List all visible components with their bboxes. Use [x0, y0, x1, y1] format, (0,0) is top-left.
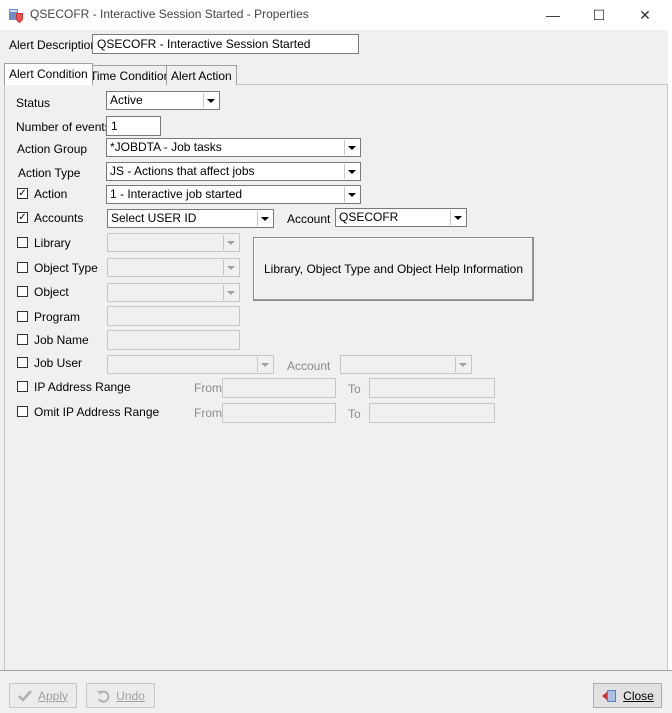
- account-select[interactable]: QSECOFR: [335, 208, 467, 227]
- action-value: 1 - Interactive job started: [110, 187, 243, 201]
- object-type-label: Object Type: [34, 261, 98, 275]
- status-select[interactable]: Active: [106, 91, 220, 110]
- ip-range-label: IP Address Range: [34, 380, 131, 394]
- chevron-down-icon: [257, 211, 272, 226]
- ip-range-from-input[interactable]: [222, 378, 336, 398]
- tab-panel: [4, 84, 668, 670]
- exit-door-icon: [602, 689, 617, 702]
- app-shield-icon: [9, 9, 23, 23]
- right-edge: [668, 30, 672, 670]
- number-of-events-label: Number of events: [16, 120, 111, 134]
- job-name-input[interactable]: [107, 330, 240, 350]
- chevron-down-icon: [450, 210, 465, 225]
- apply-label: Apply: [37, 688, 69, 703]
- apply-button[interactable]: Apply: [9, 683, 77, 708]
- object-checkbox[interactable]: [17, 286, 28, 297]
- library-select[interactable]: [107, 233, 240, 252]
- job-user-label: Job User: [34, 356, 83, 370]
- chevron-down-icon: [344, 187, 359, 202]
- job-name-label: Job Name: [34, 333, 89, 347]
- chevron-down-icon: [344, 140, 359, 155]
- library-checkbox[interactable]: [17, 237, 28, 248]
- job-user-checkbox[interactable]: [17, 357, 28, 368]
- chevron-down-icon: [223, 260, 238, 275]
- library-label: Library: [34, 236, 71, 250]
- tab-time-condition[interactable]: Time Condition: [85, 65, 176, 85]
- job-user-account-select[interactable]: [340, 355, 472, 374]
- program-label: Program: [34, 310, 81, 324]
- omit-ip-range-label: Omit IP Address Range: [34, 405, 160, 419]
- undo-button[interactable]: Undo: [86, 683, 155, 708]
- job-user-account-label: Account: [287, 359, 331, 373]
- omit-ip-range-to-input[interactable]: [369, 403, 495, 423]
- action-type-value: JS - Actions that affect jobs: [110, 164, 255, 178]
- object-type-select[interactable]: [107, 258, 240, 277]
- action-type-select[interactable]: JS - Actions that affect jobs: [106, 162, 361, 181]
- number-of-events-input[interactable]: 1: [106, 116, 161, 136]
- action-type-label: Action Type: [18, 166, 81, 180]
- chevron-down-icon: [203, 93, 218, 108]
- omit-ip-range-from-input[interactable]: [222, 403, 336, 423]
- close-button[interactable]: Close: [593, 683, 662, 708]
- help-info-button[interactable]: Library, Object Type and Object Help Inf…: [253, 237, 534, 301]
- ip-range-to-label: To: [348, 382, 361, 396]
- undo-label: Undo: [116, 688, 145, 703]
- close-window-button[interactable]: ✕: [639, 6, 651, 23]
- accounts-select[interactable]: Select USER ID: [107, 209, 274, 228]
- omit-ip-range-checkbox[interactable]: [17, 406, 28, 417]
- account-value: QSECOFR: [339, 210, 399, 224]
- ip-range-to-input[interactable]: [369, 378, 495, 398]
- job-name-checkbox[interactable]: [17, 334, 28, 345]
- alert-description-label: Alert Description: [9, 38, 98, 52]
- ip-range-from-label: From: [194, 381, 222, 395]
- action-group-value: *JOBDTA - Job tasks: [110, 140, 222, 154]
- chevron-down-icon: [223, 285, 238, 300]
- close-label: Close: [623, 688, 654, 703]
- tab-alert-condition[interactable]: Alert Condition: [4, 63, 93, 85]
- object-type-checkbox[interactable]: [17, 262, 28, 273]
- status-value: Active: [110, 93, 143, 107]
- maximize-button[interactable]: ☐: [592, 6, 606, 23]
- checkmark-icon: [18, 689, 32, 702]
- action-group-label: Action Group: [17, 142, 88, 156]
- action-label: Action: [34, 187, 68, 201]
- status-label: Status: [16, 96, 51, 110]
- object-label: Object: [34, 285, 69, 299]
- ip-range-checkbox[interactable]: [17, 381, 28, 392]
- title-bar: QSECOFR - Interactive Session Started - …: [0, 0, 672, 30]
- account-label: Account: [287, 212, 331, 226]
- job-user-select[interactable]: [107, 355, 274, 374]
- chevron-down-icon: [257, 357, 272, 372]
- action-select[interactable]: 1 - Interactive job started: [106, 185, 361, 204]
- accounts-checkbox[interactable]: ✓: [17, 212, 28, 223]
- undo-icon: [97, 690, 110, 703]
- chevron-down-icon: [455, 357, 470, 372]
- omit-ip-range-from-label: From: [194, 406, 222, 420]
- alert-description-input[interactable]: QSECOFR - Interactive Session Started: [92, 34, 359, 54]
- minimize-button[interactable]: —: [546, 7, 560, 23]
- tab-alert-action[interactable]: Alert Action: [166, 65, 237, 85]
- program-input[interactable]: [107, 306, 240, 326]
- action-checkbox[interactable]: ✓: [17, 188, 28, 199]
- accounts-value: Select USER ID: [111, 211, 197, 225]
- chevron-down-icon: [344, 164, 359, 179]
- omit-ip-range-to-label: To: [348, 407, 361, 421]
- object-select[interactable]: [107, 283, 240, 302]
- action-group-select[interactable]: *JOBDTA - Job tasks: [106, 138, 361, 157]
- accounts-label: Accounts: [34, 211, 84, 225]
- program-checkbox[interactable]: [17, 311, 28, 322]
- window-title: QSECOFR - Interactive Session Started - …: [30, 7, 309, 21]
- chevron-down-icon: [223, 235, 238, 250]
